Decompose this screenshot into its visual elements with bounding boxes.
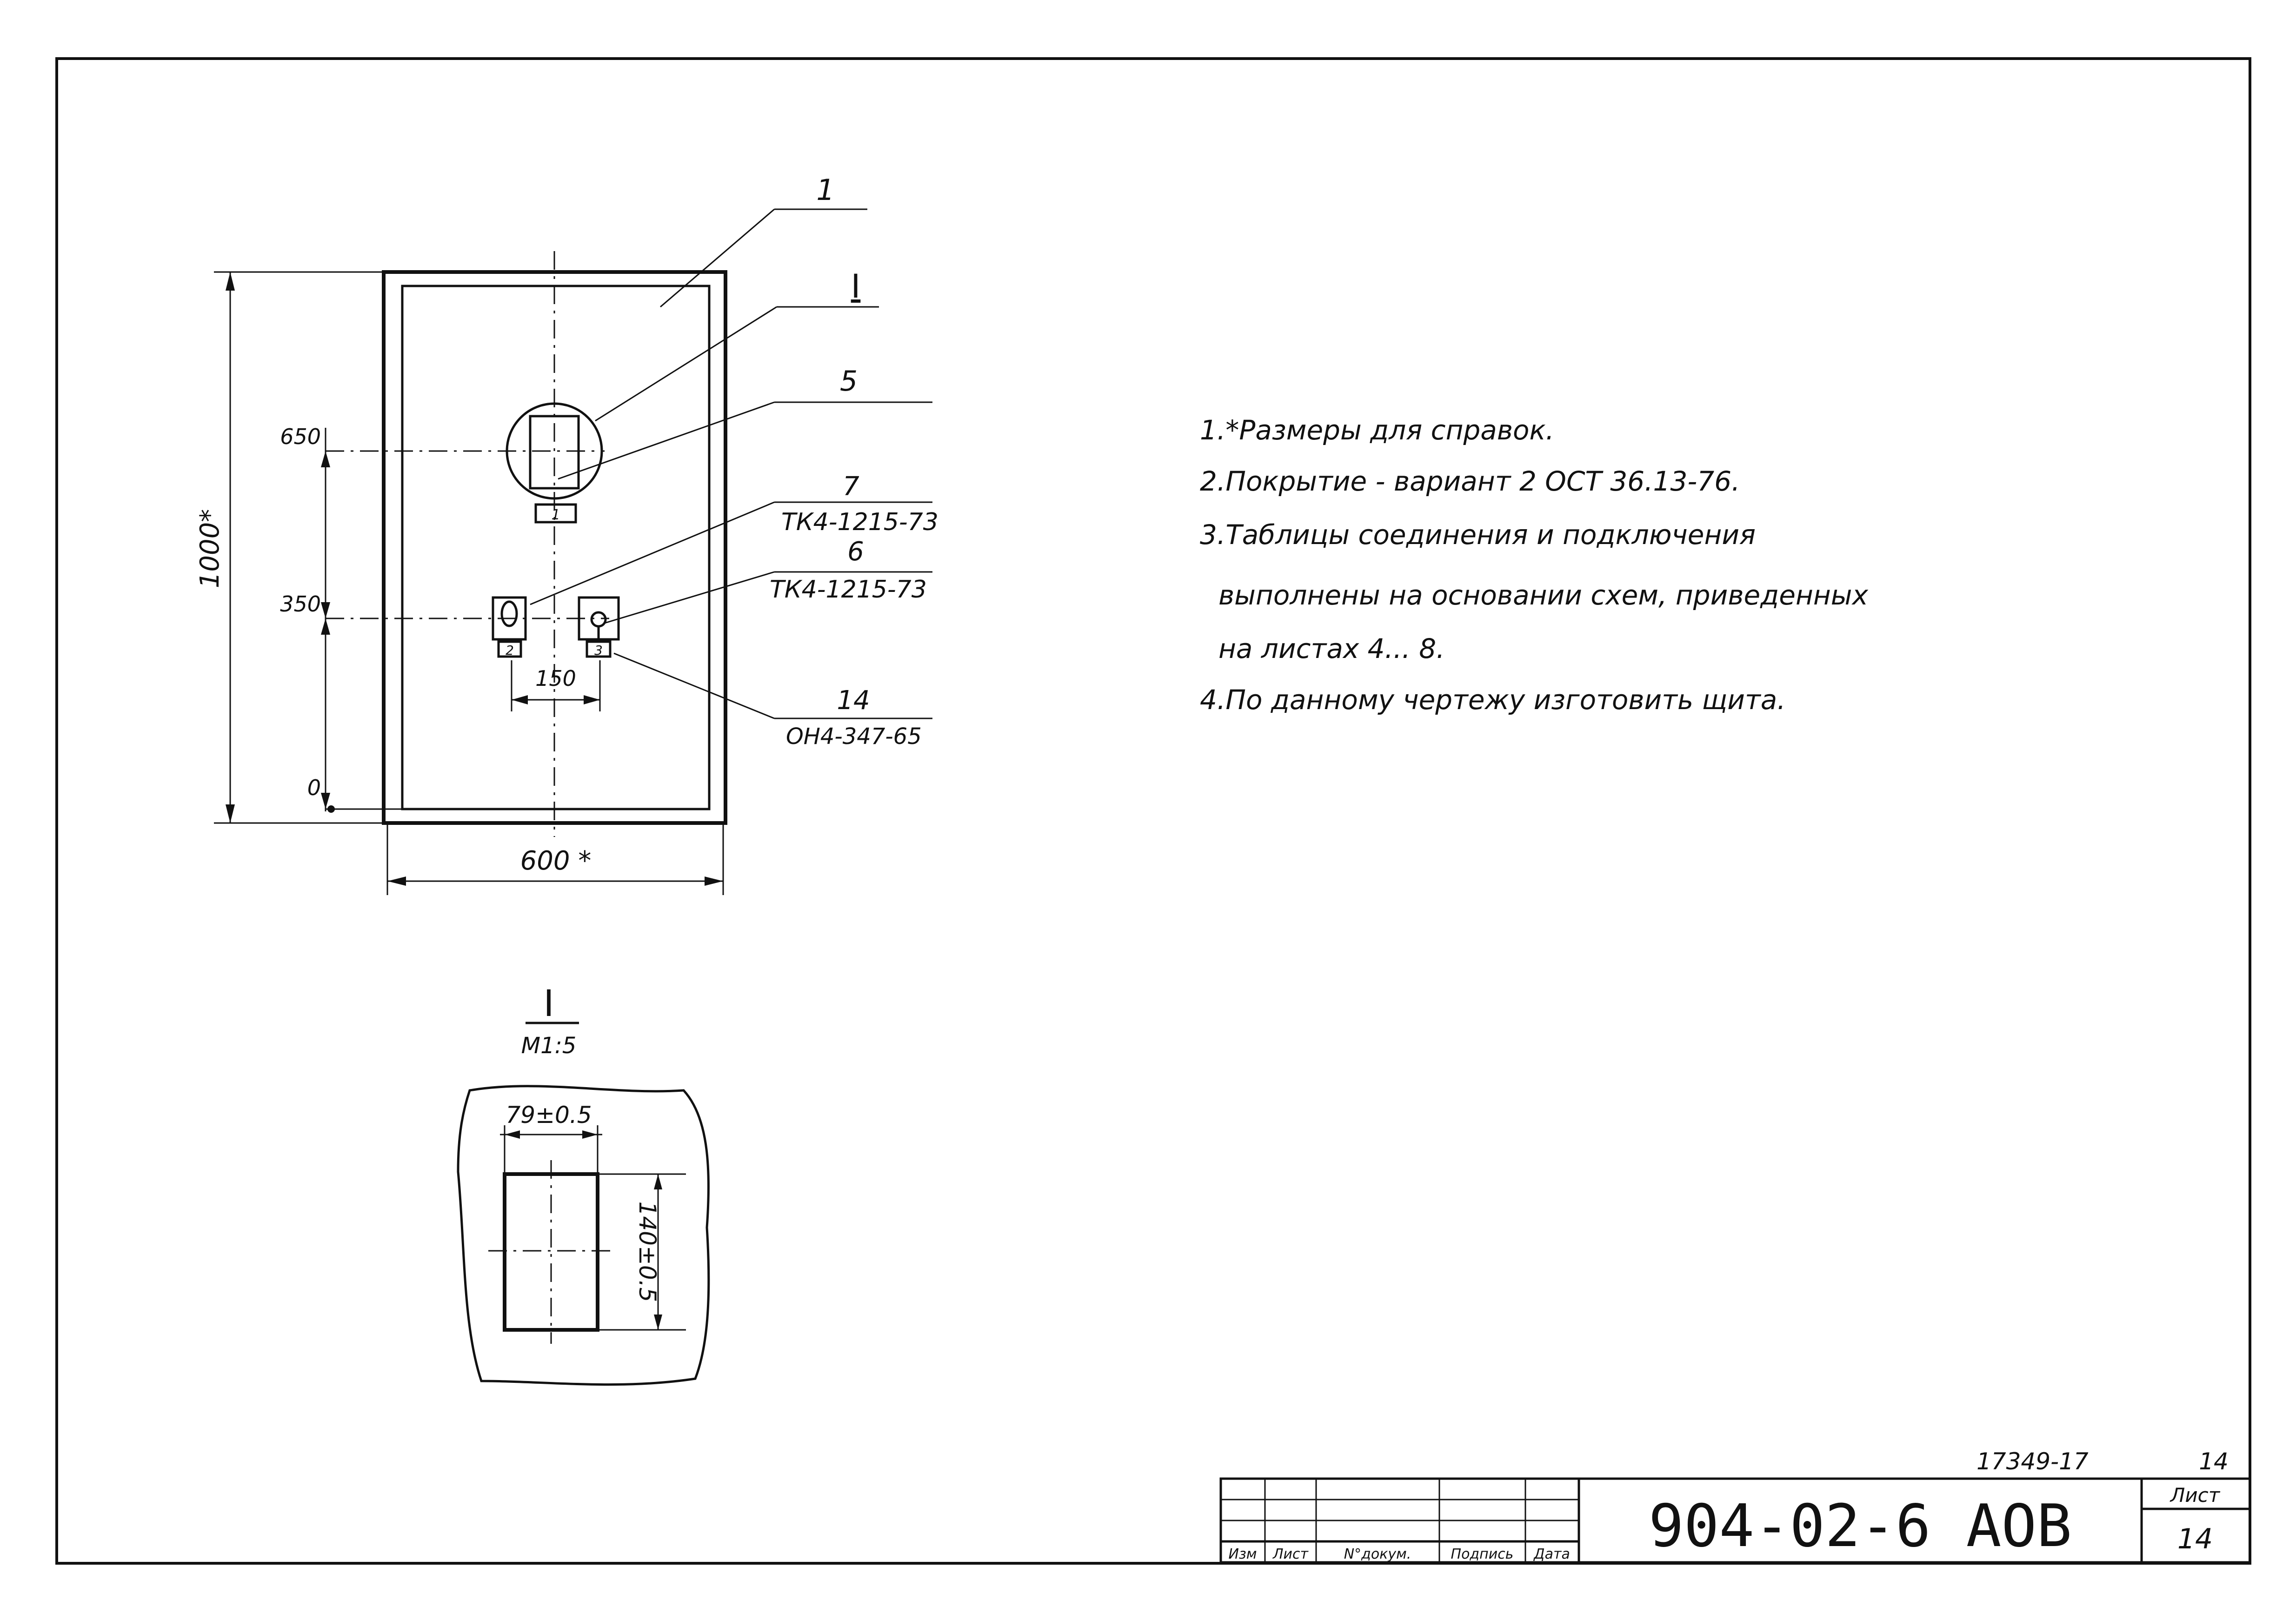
- plate-1: [534, 503, 577, 524]
- note-2: 2.Покрытие - вариант 2 ОСТ 36.13-76.: [1200, 465, 1740, 497]
- callout-6-number: 6: [847, 537, 864, 567]
- dim-width-label: 600 *: [520, 846, 592, 876]
- column-document-number: N°докум.: [1344, 1546, 1411, 1562]
- title-block: 17349-17 14 Изм Лист N°докум. Подпись Да…: [1219, 1448, 2251, 1564]
- detail-outline: [457, 1085, 710, 1386]
- detail-width-dim: 79±0.5: [506, 1102, 592, 1129]
- switch-7: [492, 596, 527, 641]
- detail-view-I: I М1:5 79±0.5 140±0.5: [457, 983, 710, 1386]
- callout-7-number: 7: [843, 471, 859, 502]
- panel-view: 1 2 3 150 650 350 0: [195, 173, 938, 895]
- callout-6-designation: ТК4-1215-73: [770, 576, 927, 604]
- meter-window: [529, 415, 580, 490]
- sheet-number-top: 14: [2199, 1448, 2229, 1475]
- archive-number: 17349-17: [1977, 1448, 2089, 1475]
- column-list: Лист: [1272, 1546, 1309, 1562]
- column-izm: Изм: [1228, 1546, 1257, 1562]
- sheet-frame: [55, 57, 2251, 1565]
- callout-5-number: 5: [840, 365, 858, 398]
- signal-lamp-14: [590, 611, 607, 628]
- level-650-label: 650: [280, 424, 321, 449]
- document-designation: 904-02-6 АОВ: [1649, 1492, 2072, 1560]
- callout-14-number: 14: [837, 685, 870, 716]
- general-notes: 1.*Размеры для справок. 2.Покрытие - вар…: [1200, 414, 1869, 716]
- sheet-number: 14: [2177, 1523, 2213, 1555]
- dim-150-label: 150: [535, 666, 576, 691]
- detail-height-dim: 140±0.5: [634, 1202, 661, 1302]
- note-3-continued-2: на листах 4... 8.: [1218, 633, 1445, 664]
- plate-2: [497, 640, 522, 658]
- note-4: 4.По данному чертежу изготовить щита.: [1200, 684, 1786, 716]
- column-date: Дата: [1533, 1546, 1570, 1562]
- switch-7-knob: [500, 600, 518, 627]
- plate-1-label: 1: [551, 507, 560, 523]
- note-3: 3.Таблицы соединения и подключения: [1200, 519, 1756, 551]
- panel-inner-edge: [401, 285, 711, 810]
- level-0-label: 0: [307, 775, 321, 800]
- callout-I-number: I: [851, 267, 861, 305]
- note-3-continued-1: выполнены на основании схем, приведенных: [1218, 579, 1869, 611]
- callout-7-designation: ТК4-1215-73: [781, 508, 938, 536]
- level-350-label: 350: [280, 591, 321, 617]
- plate-3: [586, 640, 612, 658]
- note-1: 1.*Размеры для справок.: [1200, 414, 1554, 446]
- panel-outer-edge: [382, 270, 727, 825]
- dim-height-label: 1000*: [195, 509, 225, 589]
- plate-2-label: 2: [506, 643, 514, 658]
- plate-3-label: 3: [594, 643, 603, 658]
- detail-label: I: [543, 983, 554, 1025]
- column-signature: Подпись: [1451, 1546, 1514, 1562]
- callout-14-designation: ОН4-347-65: [786, 724, 922, 750]
- callout-1-number: 1: [816, 173, 834, 207]
- sheet-label: Лист: [2170, 1484, 2221, 1507]
- detail-scale: М1:5: [521, 1033, 577, 1059]
